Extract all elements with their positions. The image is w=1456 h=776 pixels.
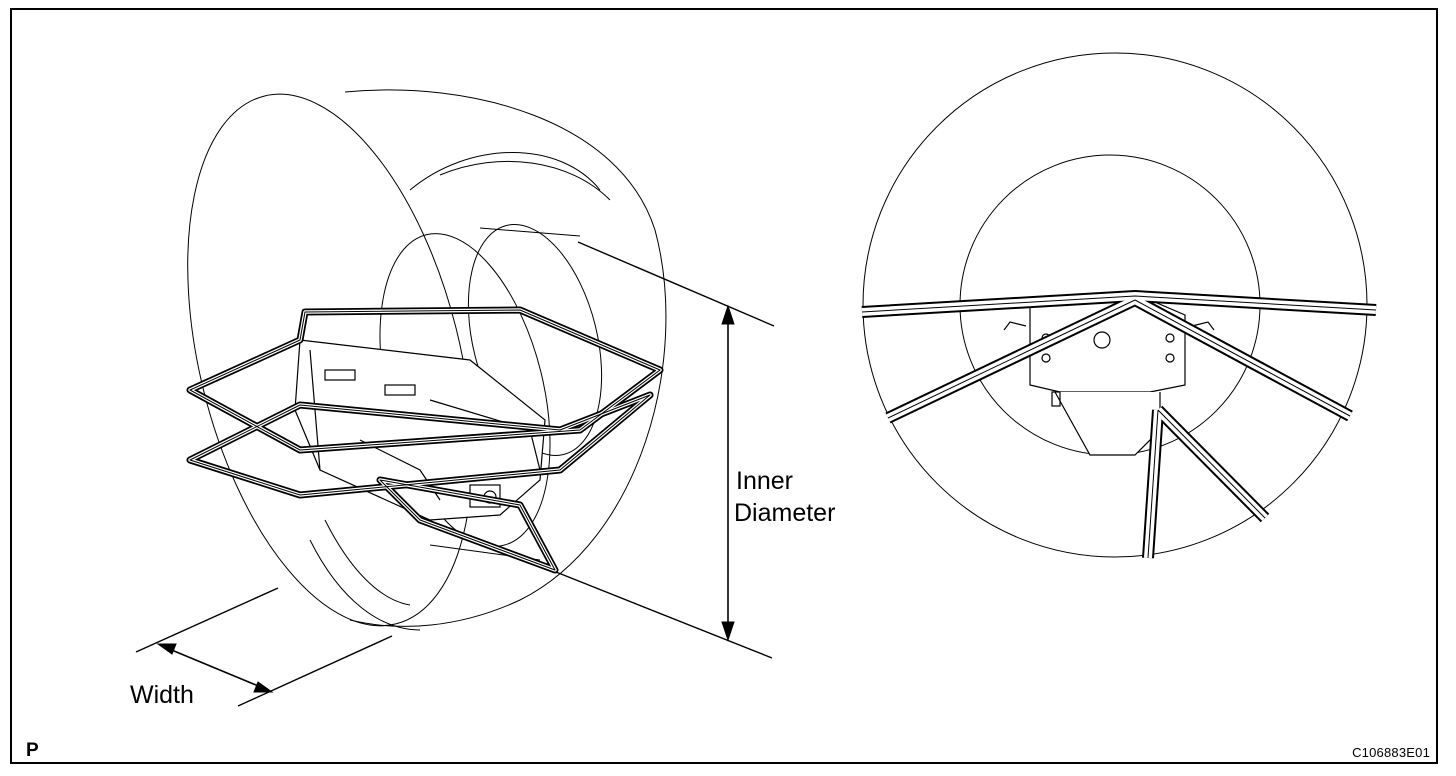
inner-diameter-dimension: [555, 241, 775, 659]
tire-tread-back: [344, 89, 667, 627]
tire-tread-inner-line-2: [439, 160, 611, 201]
width-dimension: [135, 587, 393, 707]
arrow-head-left: [156, 643, 177, 655]
wire-bands-right: [861, 290, 1377, 559]
tire-outer-sidewall: [187, 93, 473, 627]
tire-tread-bottom: [309, 539, 421, 631]
arrow-head-bottom: [721, 621, 735, 642]
tire-inner-bore-back: [467, 224, 603, 456]
tire-tread-bottom-2: [324, 519, 411, 606]
tire-perspective: [187, 89, 667, 631]
view-letter: P: [26, 740, 39, 761]
wire-bands-left: [186, 306, 664, 574]
width-label: Width: [130, 681, 194, 709]
arrow-head-right: [253, 681, 274, 693]
inner-diameter-label-line2: Diameter: [734, 499, 836, 527]
arrow-head-top: [721, 304, 735, 325]
tire-tread-inner-line: [409, 152, 601, 191]
inner-diameter-label-line1: Inner: [736, 467, 793, 495]
figure-code: C106883E01: [1352, 745, 1430, 760]
figure-frame: [10, 8, 1438, 764]
airbag-module-right: [1003, 299, 1215, 456]
